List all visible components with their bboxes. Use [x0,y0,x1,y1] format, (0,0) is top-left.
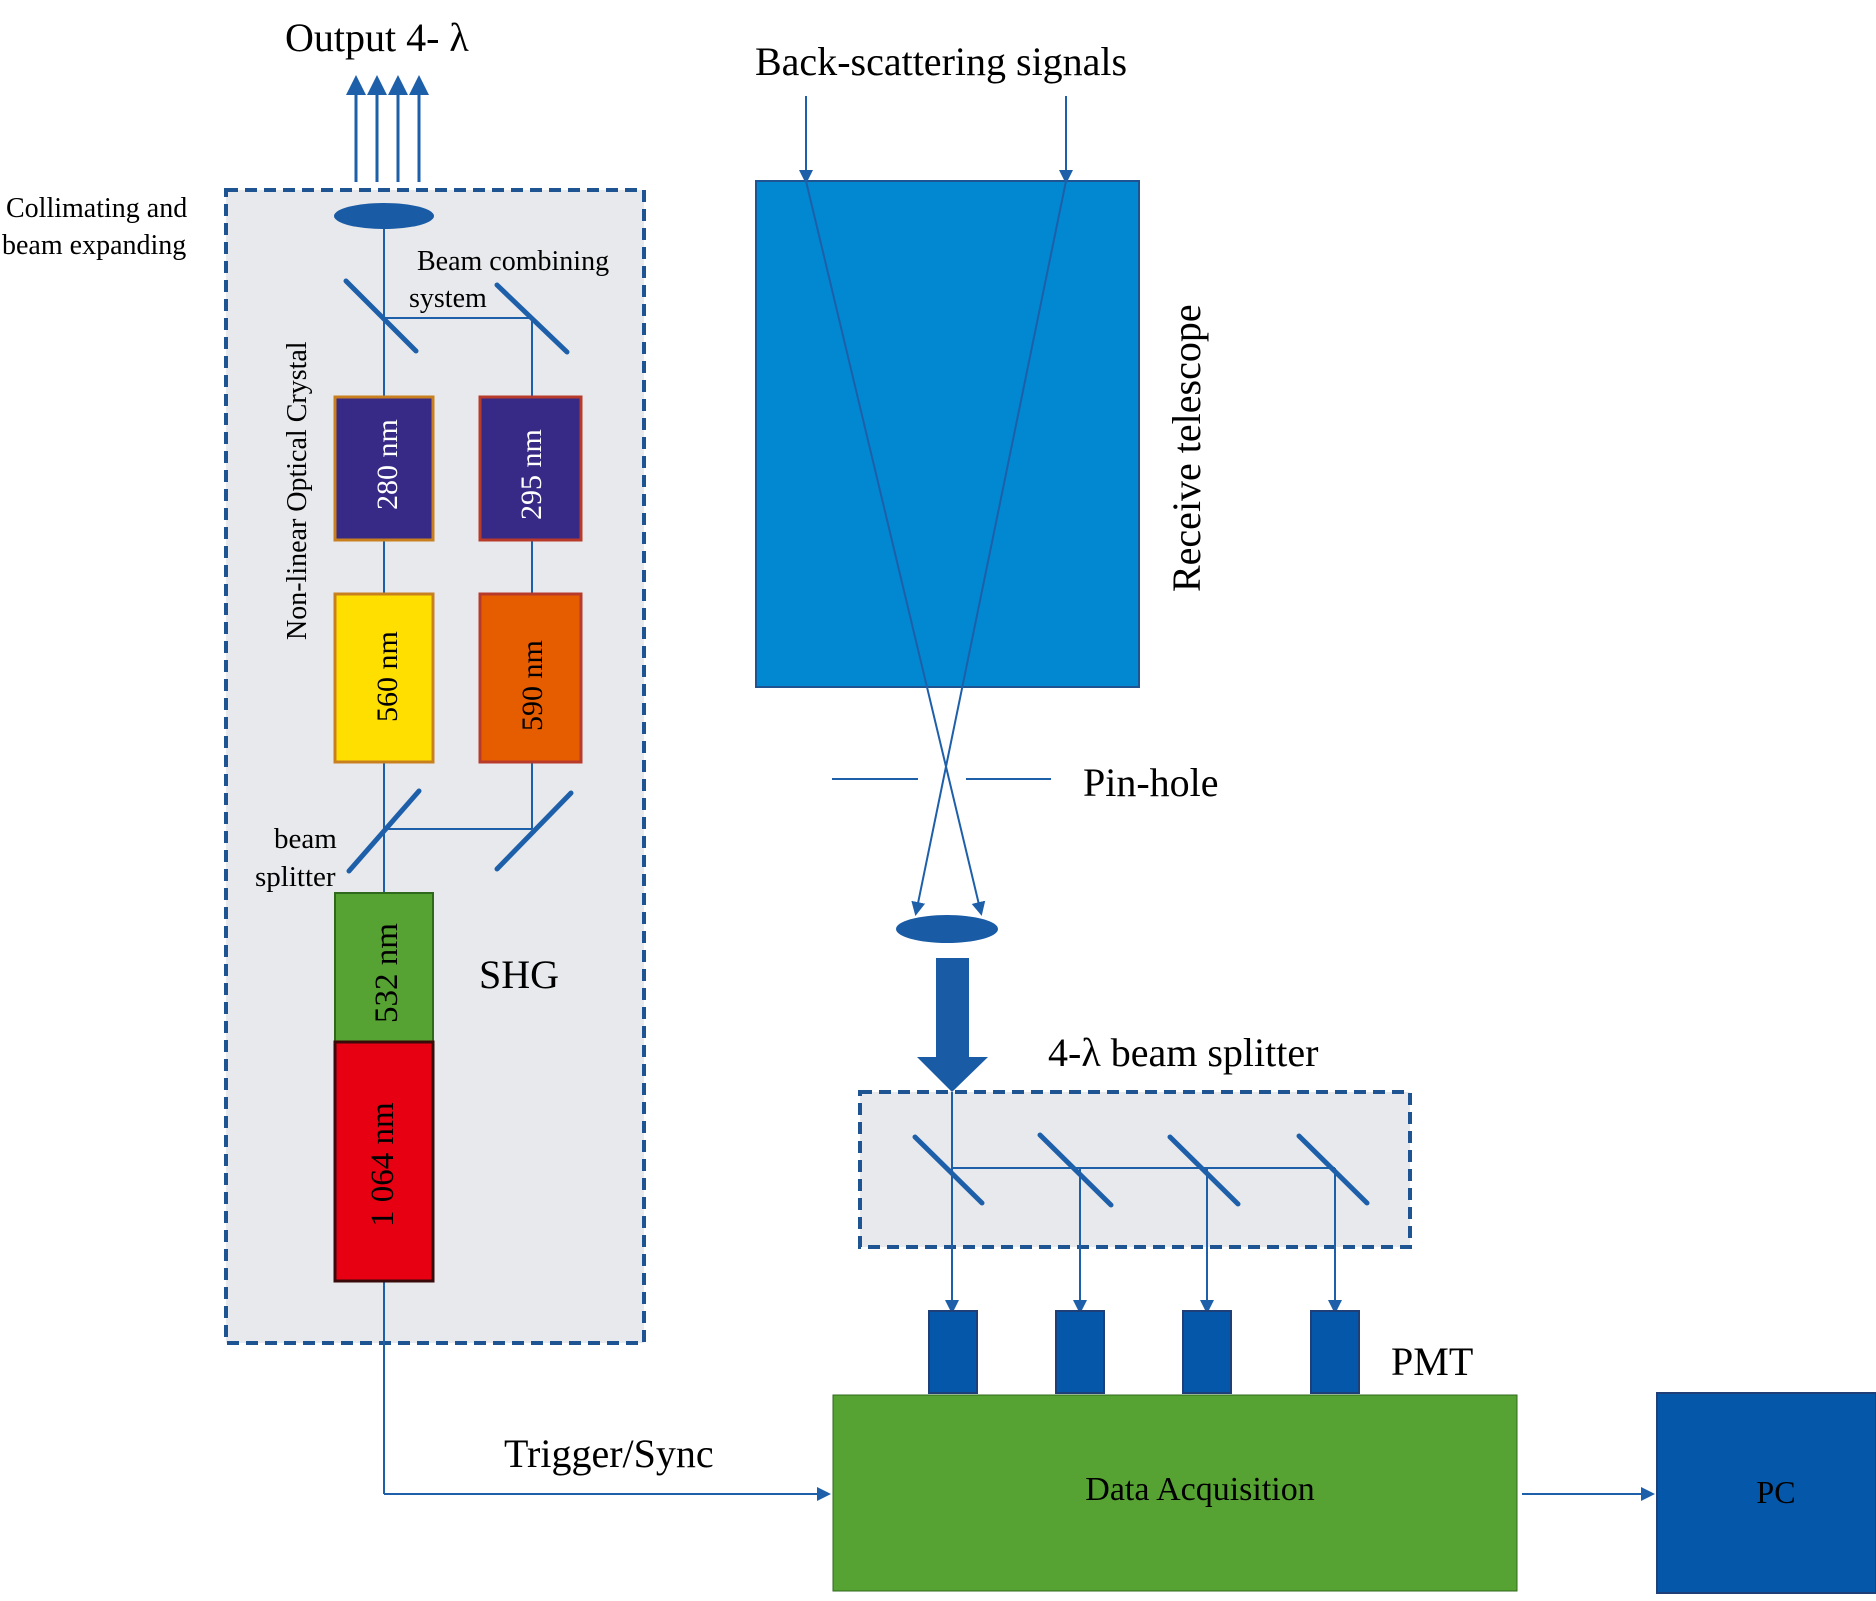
backscatter-arrows [799,96,1073,184]
collimating-lens [334,203,434,229]
pmt-label: PMT [1391,1339,1473,1384]
crystal-560nm-label: 560 nm [371,631,404,722]
crossing-rays [805,180,1067,916]
combining-mirrors [343,278,570,355]
big-down-arrow [917,958,988,1092]
crystal-295nm [478,395,583,542]
crystal-560nm [333,592,435,764]
pc-label: PC [1756,1474,1795,1510]
transmitter-panel [224,188,646,1345]
four-lambda-splitter-panel [858,1090,1412,1249]
crystal-280nm-label: 280 nm [371,419,404,510]
backscatter-label: Back-scattering signals [755,39,1127,84]
four-lambda-splitter-label: 4-λ beam splitter [1048,1030,1318,1075]
beam-splitter-label-line2: splitter [255,861,336,893]
collimating-label-line2: beam expanding [2,230,186,261]
beam-splitter-mirrors [346,788,574,874]
crystal-590nm [478,592,583,764]
nonlinear-crystal-label: Non-linear Optical Crystal [282,341,313,640]
pmt-4 [1310,1310,1360,1394]
collimating-label-line1: Collimating and [6,193,187,224]
beam-splitter-label-line1: beam [274,823,337,855]
output-label: Output 4- λ [285,15,469,60]
beam-combining-label-line1: Beam combining [417,246,609,277]
data-acquisition-label: Data Acquisition [1085,1471,1314,1508]
receive-telescope [755,180,1140,688]
four-lambda-beam-paths [945,1092,1342,1314]
laser-1064nm-label: 1 064 nm [365,1102,401,1227]
laser-1064nm [333,1040,435,1283]
four-lambda-mirrors [912,1132,1370,1208]
data-acquisition-box [832,1394,1518,1592]
shg-crystal-532nm [334,892,434,1043]
pmt-group [928,1310,1360,1394]
receive-telescope-label: Receive telescope [1164,304,1209,592]
pinhole-label: Pin-hole [1083,760,1219,805]
pc-box [1656,1392,1876,1594]
crystal-295nm-label: 295 nm [515,429,548,520]
crystal-280nm [333,395,435,542]
pmt-1 [928,1310,978,1394]
trigger-sync-label: Trigger/Sync [504,1431,714,1476]
pmt-3 [1182,1310,1232,1394]
shg-label: SHG [479,952,559,997]
receiver-lens [896,915,998,943]
shg-532nm-label: 532 nm [369,923,405,1023]
pmt-2 [1055,1310,1105,1394]
crystal-590nm-label: 590 nm [516,640,549,731]
beam-combining-label-line2: system [409,283,487,314]
output-arrows [346,75,429,182]
